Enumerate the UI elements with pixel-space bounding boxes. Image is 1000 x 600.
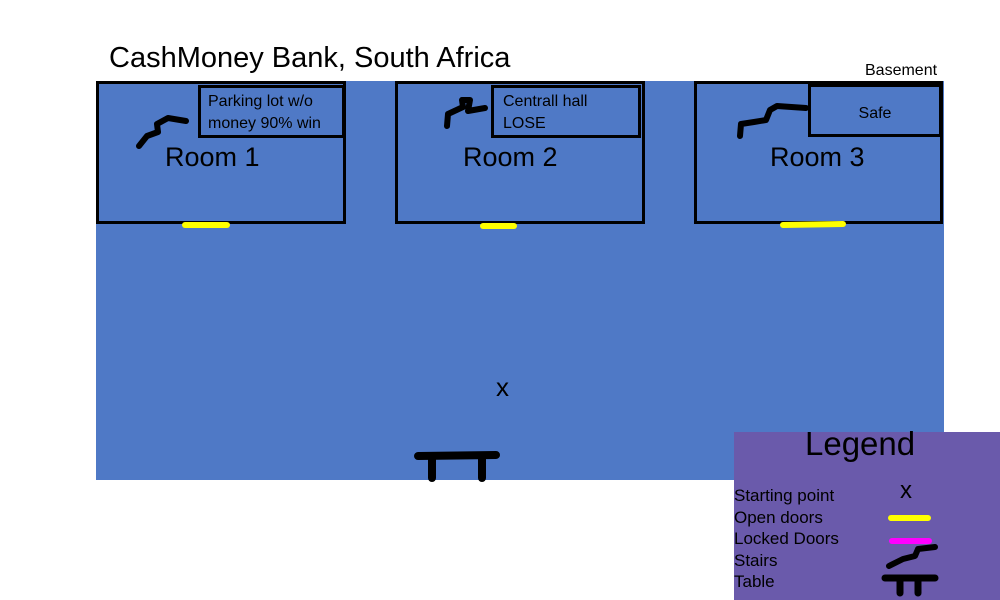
map-title: CashMoney Bank, South Africa bbox=[109, 42, 511, 74]
room-1-label: Room 1 bbox=[165, 142, 260, 172]
legend-label-locked-doors: Locked Doors bbox=[734, 529, 839, 548]
room-3-note: Safe bbox=[808, 84, 942, 137]
room-2-stairs-icon bbox=[444, 97, 488, 129]
starting-point-marker: x bbox=[496, 372, 509, 402]
room-3-open-door bbox=[780, 221, 846, 228]
legend-label-table: Table bbox=[734, 572, 775, 591]
room-2-label: Room 2 bbox=[463, 142, 558, 172]
legend-symbol-starting-point: x bbox=[900, 477, 912, 504]
legend-stairs-icon bbox=[886, 544, 938, 569]
room-1-note: Parking lot w/o money 90% win bbox=[198, 85, 345, 138]
legend-label-open-doors: Open doors bbox=[734, 508, 823, 527]
room-3-label: Room 3 bbox=[770, 142, 865, 172]
basement-floor bbox=[96, 81, 944, 480]
legend-panel bbox=[734, 432, 1000, 600]
room-2 bbox=[395, 81, 645, 224]
legend-label-starting-point: Starting point bbox=[734, 486, 835, 505]
legend-title: Legend bbox=[805, 425, 916, 462]
table-icon bbox=[414, 451, 500, 482]
legend-label-stairs: Stairs bbox=[734, 551, 778, 570]
room-2-note: Centrall hall LOSE bbox=[491, 85, 641, 138]
legend-table-icon bbox=[881, 574, 939, 597]
room-3-stairs-icon bbox=[737, 103, 809, 139]
floor-label: Basement bbox=[865, 62, 938, 79]
room-1-stairs-icon bbox=[136, 115, 189, 149]
